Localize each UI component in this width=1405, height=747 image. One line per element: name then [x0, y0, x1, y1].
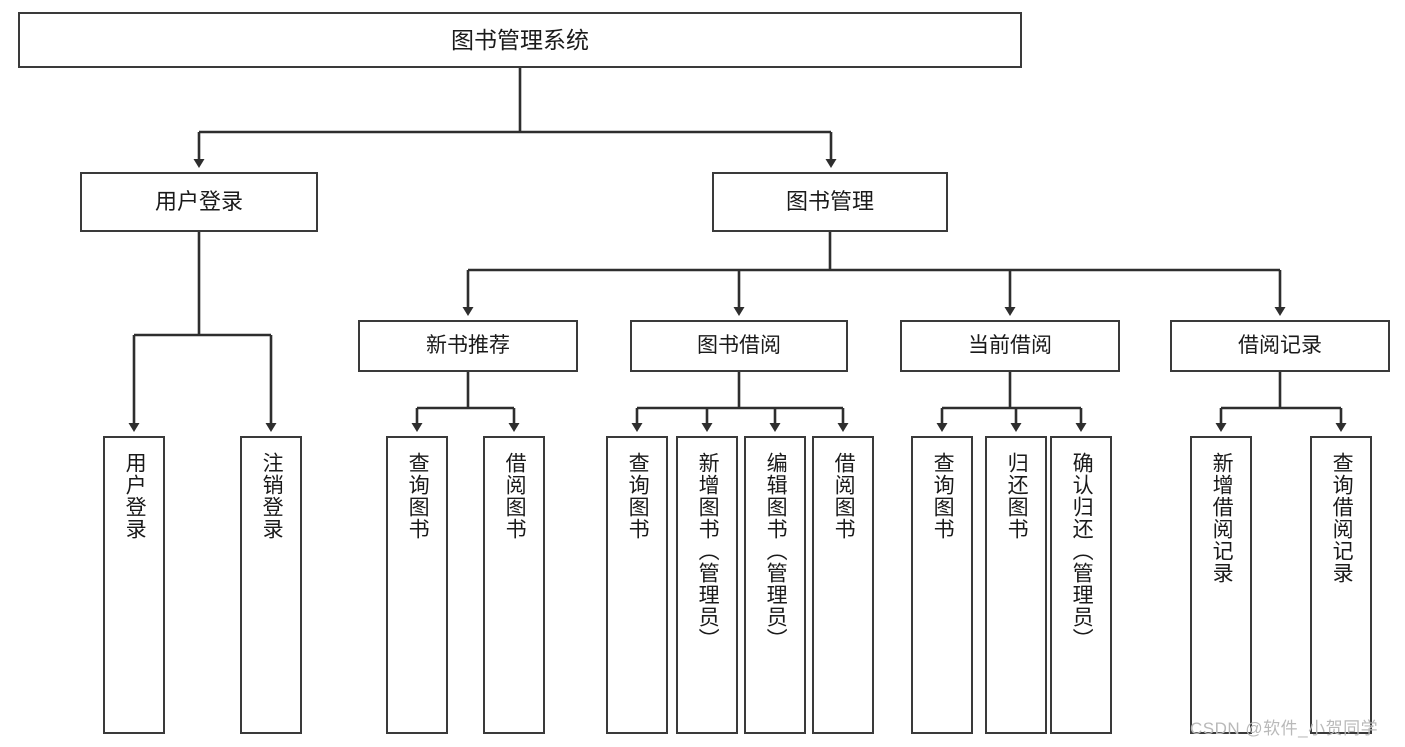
leaf-label: 查询借阅记录 [1330, 452, 1354, 584]
leaf-label: 用户登录 [123, 452, 147, 540]
leaf-label: 编辑图书（管理员） [764, 452, 788, 650]
leaf-label: 借阅图书 [503, 452, 527, 540]
leaf-node[interactable]: 新增图书（管理员） [676, 436, 738, 734]
leaf-label: 借阅图书 [832, 452, 856, 540]
leaf-node[interactable]: 借阅图书 [812, 436, 874, 734]
leaf-node[interactable]: 借阅图书 [483, 436, 545, 734]
leaf-label: 确认归还（管理员） [1070, 452, 1094, 650]
leaf-node[interactable]: 确认归还（管理员） [1050, 436, 1112, 734]
leaf-label: 查询图书 [626, 452, 650, 540]
leaf-node[interactable]: 查询图书 [911, 436, 973, 734]
node-user-login[interactable]: 用户登录 [80, 172, 318, 232]
leaf-node[interactable]: 归还图书 [985, 436, 1047, 734]
leaf-label: 归还图书 [1005, 452, 1029, 540]
node-book-management[interactable]: 图书管理 [712, 172, 948, 232]
leaf-label: 新增借阅记录 [1210, 452, 1234, 584]
csdn-watermark: CSDN @软件_小贺同学 [1190, 719, 1379, 738]
leaf-label: 查询图书 [931, 452, 955, 540]
leaf-label: 查询图书 [406, 452, 430, 540]
leaf-node[interactable]: 新增借阅记录 [1190, 436, 1252, 734]
leaf-node[interactable]: 查询图书 [606, 436, 668, 734]
leaf-label: 注销登录 [260, 452, 284, 540]
leaf-node[interactable]: 查询借阅记录 [1310, 436, 1372, 734]
leaf-node[interactable]: 查询图书 [386, 436, 448, 734]
node-new-book-recommend[interactable]: 新书推荐 [358, 320, 578, 372]
node-current-borrow[interactable]: 当前借阅 [900, 320, 1120, 372]
node-root-system[interactable]: 图书管理系统 [18, 12, 1022, 68]
leaf-node[interactable]: 注销登录 [240, 436, 302, 734]
node-book-borrow[interactable]: 图书借阅 [630, 320, 848, 372]
node-borrow-records[interactable]: 借阅记录 [1170, 320, 1390, 372]
leaf-label: 新增图书（管理员） [696, 452, 720, 650]
leaf-node[interactable]: 编辑图书（管理员） [744, 436, 806, 734]
leaf-node[interactable]: 用户登录 [103, 436, 165, 734]
